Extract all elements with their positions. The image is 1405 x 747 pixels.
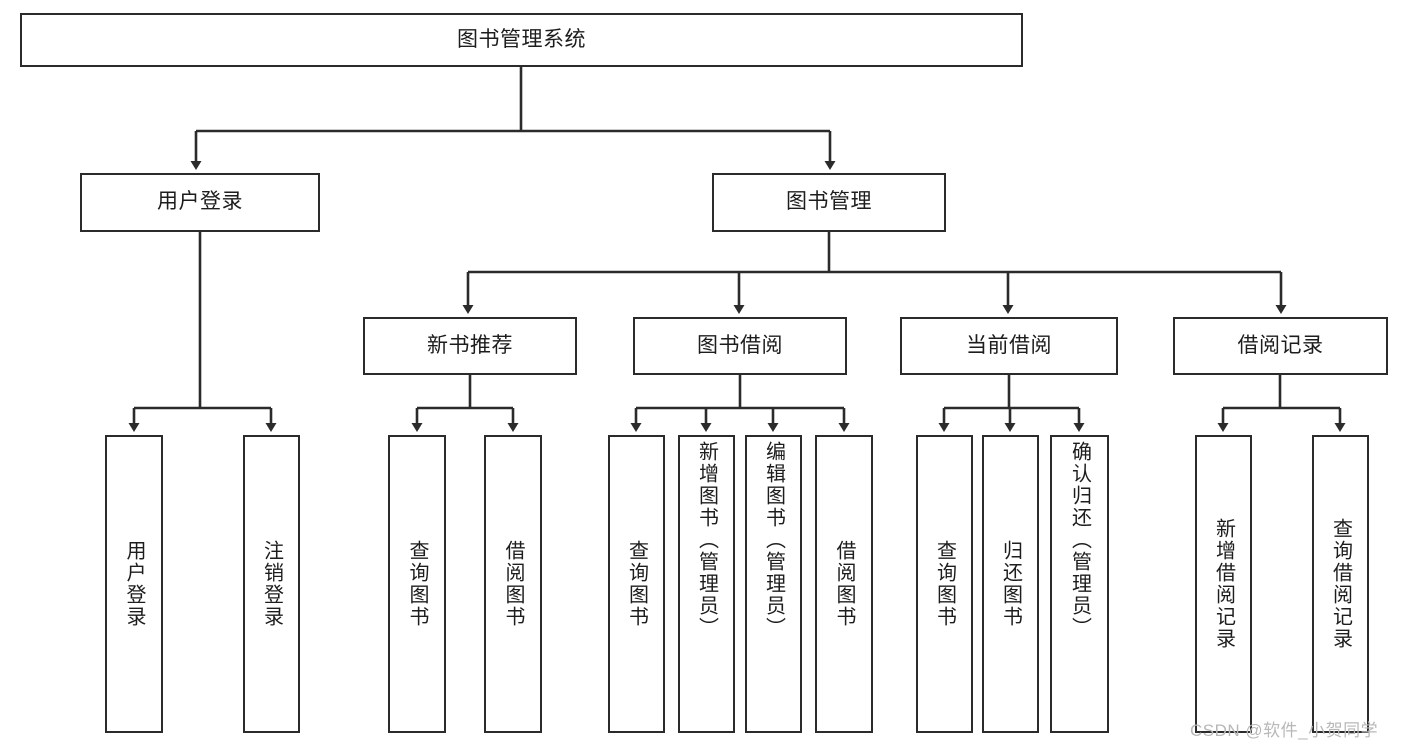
node-current-borrow-label: 当前借阅 xyxy=(966,333,1052,357)
leaf-logout-label: 注销登录 xyxy=(260,540,283,628)
node-root[interactable]: 图书管理系统 xyxy=(20,13,1023,67)
leaf-query-book-recommend-label: 查询图书 xyxy=(406,540,428,628)
node-book-borrow-label: 图书借阅 xyxy=(697,333,783,357)
leaf-query-book-borrow-label: 查询图书 xyxy=(625,540,648,628)
leaf-confirm-return-admin-label: 确认归还（管理员） xyxy=(1068,441,1091,639)
leaf-add-borrow-record[interactable]: 新增借阅记录 xyxy=(1195,435,1252,733)
node-book-manage-label: 图书管理 xyxy=(786,190,872,214)
node-current-borrow[interactable]: 当前借阅 xyxy=(900,317,1118,375)
leaf-query-borrow-record[interactable]: 查询借阅记录 xyxy=(1312,435,1369,733)
leaf-add-book-admin-label: 新增图书（管理员） xyxy=(695,441,718,639)
node-borrow-record[interactable]: 借阅记录 xyxy=(1173,317,1388,375)
node-user-login-label: 用户登录 xyxy=(157,190,243,214)
leaf-borrow-book-borrow[interactable]: 借阅图书 xyxy=(815,435,873,733)
node-root-label: 图书管理系统 xyxy=(457,27,586,51)
leaf-user-login[interactable]: 用户登录 xyxy=(105,435,163,733)
leaf-return-book-label: 归还图书 xyxy=(999,540,1022,628)
leaf-logout[interactable]: 注销登录 xyxy=(243,435,300,733)
node-borrow-record-label: 借阅记录 xyxy=(1237,333,1324,357)
leaf-borrow-book-borrow-label: 借阅图书 xyxy=(833,540,855,628)
leaf-query-book-current[interactable]: 查询图书 xyxy=(916,435,973,733)
leaf-add-borrow-record-label: 新增借阅记录 xyxy=(1212,518,1235,650)
leaf-query-book-recommend[interactable]: 查询图书 xyxy=(388,435,446,733)
leaf-return-book[interactable]: 归还图书 xyxy=(982,435,1039,733)
node-new-book-recommend-label: 新书推荐 xyxy=(427,333,513,357)
leaf-query-borrow-record-label: 查询借阅记录 xyxy=(1329,518,1352,650)
node-user-login[interactable]: 用户登录 xyxy=(80,173,320,232)
leaf-query-book-current-label: 查询图书 xyxy=(933,540,956,628)
leaf-edit-book-admin[interactable]: 编辑图书（管理员） xyxy=(745,435,802,733)
leaf-borrow-book-recommend[interactable]: 借阅图书 xyxy=(484,435,542,733)
watermark-text: CSDN @软件_小贺同学 xyxy=(1190,721,1379,740)
leaf-user-login-label: 用户登录 xyxy=(123,540,145,628)
leaf-add-book-admin[interactable]: 新增图书（管理员） xyxy=(678,435,735,733)
leaf-borrow-book-recommend-label: 借阅图书 xyxy=(502,540,524,628)
node-book-borrow[interactable]: 图书借阅 xyxy=(633,317,847,375)
leaf-query-book-borrow[interactable]: 查询图书 xyxy=(608,435,665,733)
node-book-manage[interactable]: 图书管理 xyxy=(712,173,946,232)
leaf-edit-book-admin-label: 编辑图书（管理员） xyxy=(762,441,785,639)
node-new-book-recommend[interactable]: 新书推荐 xyxy=(363,317,577,375)
leaf-confirm-return-admin[interactable]: 确认归还（管理员） xyxy=(1050,435,1109,733)
